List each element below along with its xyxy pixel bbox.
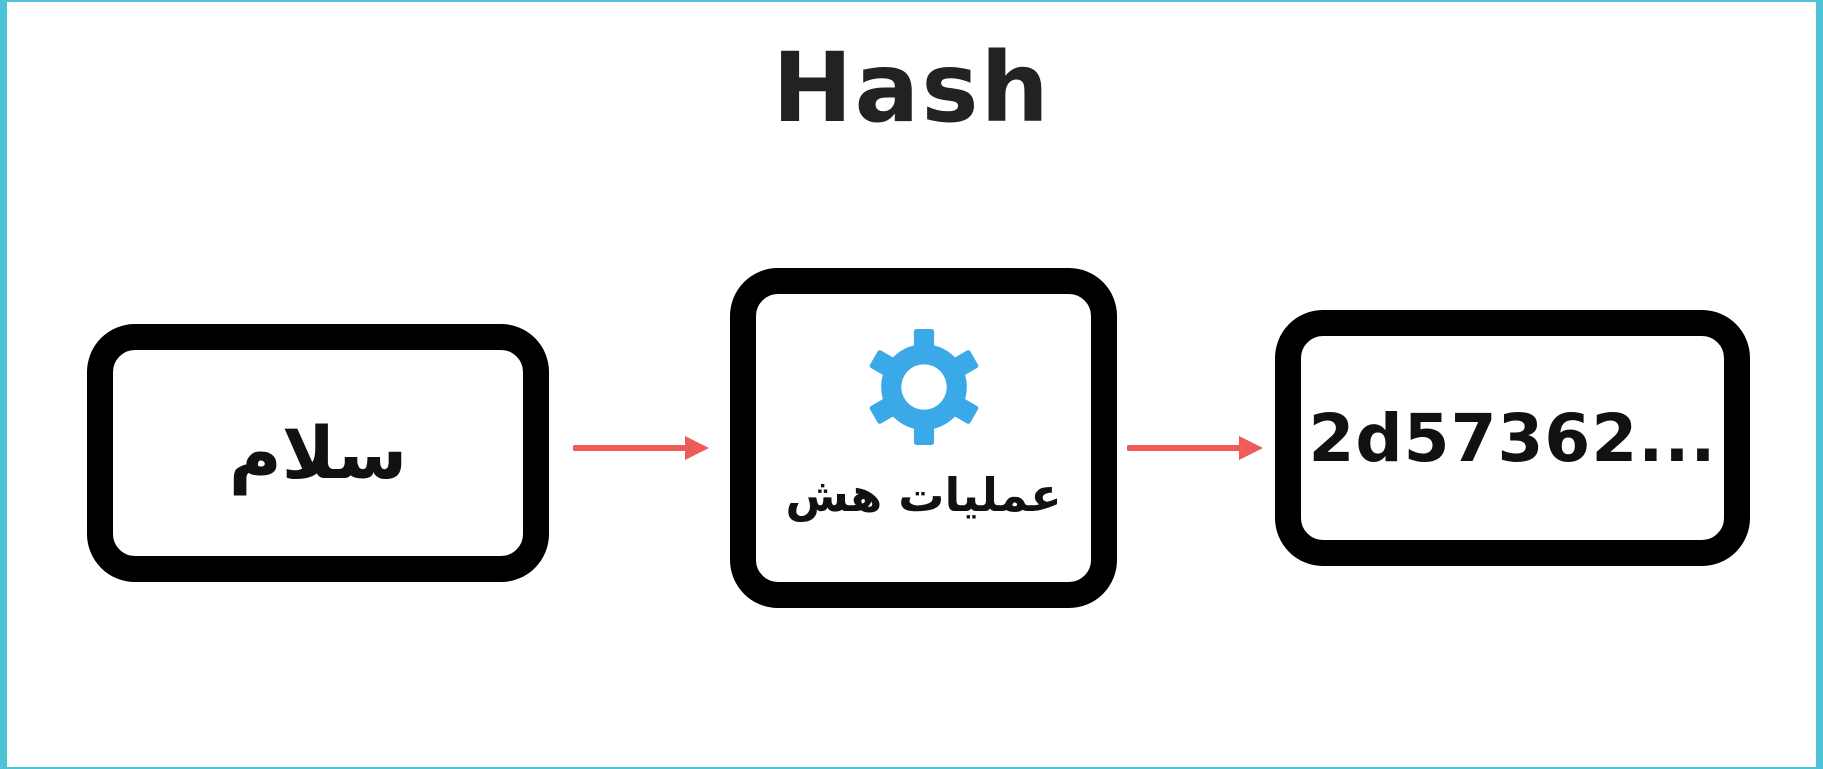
gear-icon	[869, 329, 978, 445]
input-box: سلام	[87, 324, 549, 582]
output-box: 2d57362...	[1275, 310, 1750, 566]
arrow-input-to-process	[573, 436, 709, 460]
diagram-title: Hash	[772, 32, 1051, 144]
output-text: 2d57362...	[1308, 399, 1717, 477]
input-text: سلام	[228, 411, 408, 495]
process-text: عملیات هش	[785, 468, 1062, 522]
arrow-process-to-output	[1127, 436, 1263, 460]
process-box: عملیات هش	[730, 268, 1117, 608]
